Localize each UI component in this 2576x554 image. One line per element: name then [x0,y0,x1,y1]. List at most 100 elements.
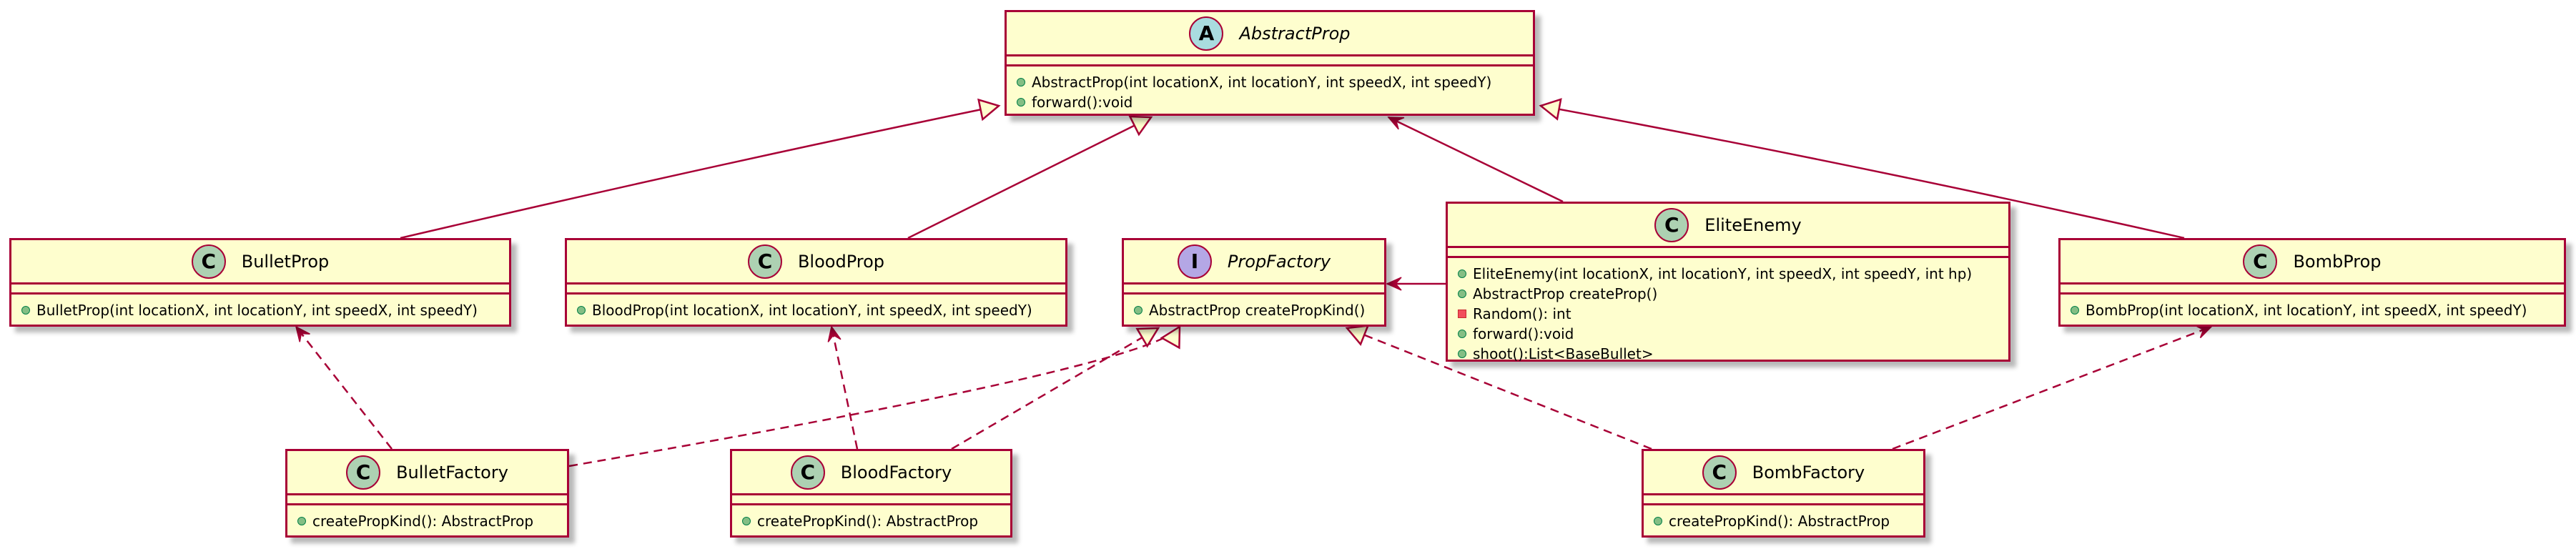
class-abstract-prop: A AbstractProp AbstractProp(int location… [1005,10,1535,116]
relation-association-line [1388,116,1564,203]
class-header: A AbstractProp [1007,12,1533,56]
hollow-triangle-arrowhead-icon [1135,327,1160,348]
arrowhead-icon [1386,277,1402,291]
methods-compartment: BulletProp(int locationX, int locationY,… [11,295,509,320]
class-member: createPropKind(): AbstractProp [742,511,1010,531]
public-visibility-icon [297,517,306,525]
class-icon: C [790,455,825,490]
arrowhead-icon [2195,325,2213,339]
interface-prop-factory: I PropFactory AbstractProp createPropKin… [1122,238,1386,327]
class-icon: C [747,244,782,279]
abstract-class-icon: A [1189,16,1224,51]
class-icon: C [2243,244,2278,279]
relation-dependency-line [830,326,859,450]
class-name: BulletFactory [396,462,508,483]
class-member: EliteEnemy(int locationX, int locationY,… [1458,264,2008,284]
fields-compartment [567,285,1065,295]
private-visibility-icon [1458,310,1466,318]
class-member: AbstractProp createProp() [1458,284,2008,304]
relation-inheritance-line [907,116,1152,239]
class-member: createPropKind(): AbstractProp [297,511,567,531]
public-visibility-icon [1017,98,1025,107]
class-header: C BombProp [2061,240,2564,285]
methods-compartment: AbstractProp(int locationX, int location… [1007,66,1533,112]
hollow-triangle-arrowhead-icon [1128,115,1153,137]
relation-realization-line [1346,327,1652,450]
class-header: C BloodFactory [732,451,1010,495]
class-name: AbstractProp [1239,23,1351,44]
fields-compartment [732,495,1010,505]
class-name: BombProp [2293,251,2382,272]
class-icon: C [346,455,381,490]
class-bomb-factory: C BombFactory createPropKind(): Abstract… [1642,449,1925,538]
methods-compartment: createPropKind(): AbstractProp [1644,505,1923,531]
methods-compartment: BombProp(int locationX, int locationY, i… [2061,295,2564,320]
class-header: C BombFactory [1644,451,1923,495]
class-name: BloodFactory [840,462,952,483]
class-name: BombFactory [1752,462,1865,483]
hollow-triangle-arrowhead-icon [1160,325,1181,350]
relation-inheritance-line [400,104,1000,239]
class-member: shoot():List<BaseBullet> [1458,344,2008,364]
class-name: EliteEnemy [1704,214,1802,235]
class-name: BulletProp [241,251,330,272]
class-bullet-prop: C BulletProp BulletProp(int locationX, i… [9,238,511,327]
class-bomb-prop: C BombProp BombProp(int locationX, int l… [2058,238,2566,327]
class-header: I PropFactory [1124,240,1384,285]
class-icon: C [1654,207,1689,242]
class-member: BombProp(int locationX, int locationY, i… [2071,300,2564,320]
methods-compartment: createPropKind(): AbstractProp [732,505,1010,531]
class-blood-factory: C BloodFactory createPropKind(): Abstrac… [730,449,1012,538]
class-icon: C [1702,455,1737,490]
class-blood-prop: C BloodProp BloodProp(int locationX, int… [565,238,1067,327]
public-visibility-icon [577,306,586,315]
methods-compartment: AbstractProp createPropKind() [1124,295,1384,320]
class-member: AbstractProp(int locationX, int location… [1017,72,1533,92]
public-visibility-icon [1458,330,1466,338]
class-name: BloodProp [797,251,885,272]
relation-realization-line [568,326,1181,468]
hollow-triangle-arrowhead-icon [1345,325,1370,347]
arrowhead-icon [295,325,310,342]
public-visibility-icon [1458,269,1466,278]
public-visibility-icon [2071,306,2079,315]
relation-realization-line [951,327,1159,450]
methods-compartment: createPropKind(): AbstractProp [287,505,567,531]
class-member: Random(): int [1458,304,2008,324]
arrowhead-icon [1387,117,1405,130]
class-bullet-factory: C BulletFactory createPropKind(): Abstra… [285,449,569,538]
hollow-triangle-arrowhead-icon [1539,98,1562,121]
class-elite-enemy: C EliteEnemy EliteEnemy(int locationX, i… [1446,202,2010,362]
relation-inheritance-line [1540,104,2185,239]
public-visibility-icon [1458,350,1466,358]
public-visibility-icon [1017,78,1025,86]
public-visibility-icon [1654,517,1662,525]
class-header: C BulletFactory [287,451,567,495]
public-visibility-icon [742,517,751,525]
relation-dependency-line [295,326,393,450]
fields-compartment [2061,285,2564,295]
methods-compartment: EliteEnemy(int locationX, int locationY,… [1448,258,2008,364]
public-visibility-icon [1134,306,1143,315]
class-header: C BulletProp [11,240,509,285]
class-header: C EliteEnemy [1448,204,2008,248]
hollow-triangle-arrowhead-icon [977,98,1001,122]
class-member: BulletProp(int locationX, int locationY,… [21,300,509,320]
class-name: PropFactory [1227,251,1331,272]
fields-compartment [1448,248,2008,258]
public-visibility-icon [1458,290,1466,298]
fields-compartment [1644,495,1923,505]
fields-compartment [1124,285,1384,295]
class-member: forward():void [1017,92,1533,112]
class-member: createPropKind(): AbstractProp [1654,511,1923,531]
class-member: forward():void [1458,324,2008,344]
class-member: AbstractProp createPropKind() [1134,300,1384,320]
methods-compartment: BloodProp(int locationX, int locationY, … [567,295,1065,320]
class-header: C BloodProp [567,240,1065,285]
interface-icon: I [1177,244,1212,279]
class-icon: C [191,244,226,279]
fields-compartment [1007,56,1533,66]
fields-compartment [11,285,509,295]
